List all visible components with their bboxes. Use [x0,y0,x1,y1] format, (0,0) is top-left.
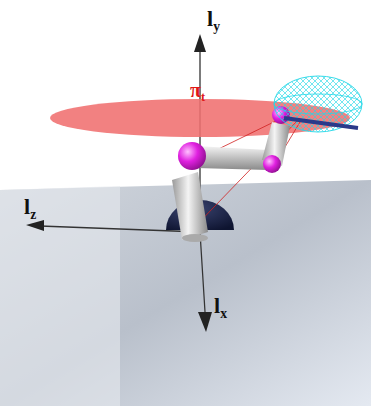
floor-light [0,186,120,406]
elbow-joint [263,155,281,173]
lower-link [172,172,208,240]
axis-label: lz [24,196,36,218]
y-arrowhead [194,34,206,52]
shoulder-joint [178,142,206,170]
axis-label: ly [207,8,220,30]
plane-label: πt [190,80,205,100]
axis-label: lx [214,295,227,317]
z-axis [40,226,200,232]
tool-stick [284,118,358,128]
upper-link [196,146,268,170]
ellipsoid-ring [274,94,362,114]
x-arrowhead [198,312,212,332]
wire-ellipsoid [274,76,362,132]
x-axis [200,232,205,312]
lower-link-end [182,234,208,242]
